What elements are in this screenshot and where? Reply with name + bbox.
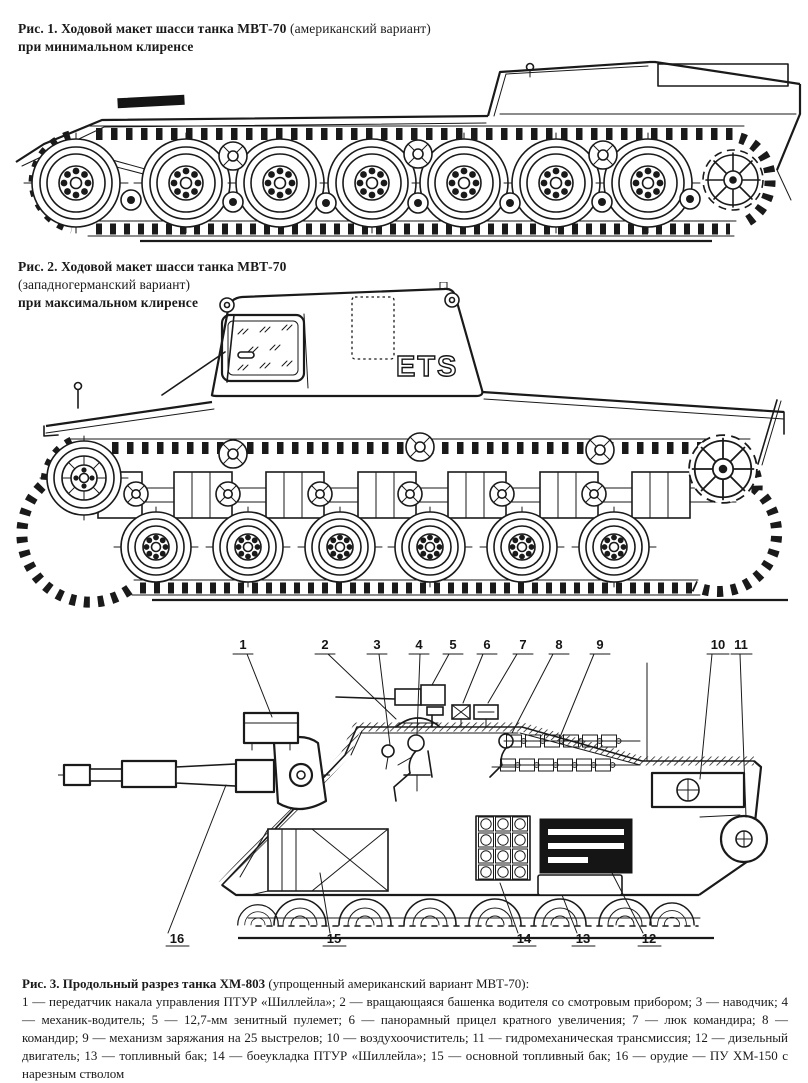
callout-number-8: 8 bbox=[555, 637, 562, 652]
fig1-drive-sprocket bbox=[702, 149, 764, 211]
fig2-wiper bbox=[226, 314, 235, 383]
fig1-front-bracket bbox=[117, 94, 185, 109]
fig3-track-and-wheels bbox=[237, 898, 701, 927]
figure3-caption-subtitle: (упрощенный американский вариант МВТ-70)… bbox=[268, 976, 530, 991]
fig2-rear-plate bbox=[757, 399, 778, 465]
callout-number-7: 7 bbox=[519, 637, 526, 652]
figure2-drawing: ETS bbox=[16, 282, 788, 608]
fig3-transmission bbox=[699, 814, 769, 864]
fig2-hull-marking-text: ETS bbox=[396, 351, 458, 383]
legend-item-10: 10 — воздухоочиститель bbox=[326, 1030, 472, 1045]
fig2-door-edge bbox=[303, 313, 309, 389]
fig3-crew-figures bbox=[381, 733, 517, 802]
callout-number-15: 15 bbox=[327, 931, 341, 946]
fig3-missile-stowage bbox=[475, 815, 531, 881]
fig2-cab: ETS bbox=[161, 282, 484, 398]
fig2-lifting-eye-right bbox=[444, 292, 460, 308]
callout-number-5: 5 bbox=[449, 637, 456, 652]
fig2-rivet-panel bbox=[351, 296, 395, 360]
fig2-window-glass-hatching bbox=[237, 324, 293, 371]
callout-number-11: 11 bbox=[734, 637, 748, 652]
fig2-cab-window bbox=[220, 313, 306, 383]
figure1-caption-line1: Рис. 1. Ходовой макет шасси танка МВТ-70… bbox=[18, 20, 488, 38]
legend-item-14: 14 — боеукладка ПТУР «Шиллейла» bbox=[212, 1048, 431, 1063]
fig3-bore-evacuator bbox=[120, 759, 178, 789]
figure2-caption-line1: Рис. 2. Ходовой макет шасси танка МВТ-70 bbox=[18, 259, 287, 274]
legend-item-1: 1 — передатчик накала управления ПТУР «Ш… bbox=[22, 994, 339, 1009]
fig3-panoramic-sight bbox=[451, 704, 471, 728]
fig3-callout-underlines bbox=[165, 653, 753, 947]
callout-number-13: 13 bbox=[576, 931, 590, 946]
fig3-rear-plate bbox=[698, 760, 763, 896]
fig3-autoloader-ammo-rack bbox=[499, 734, 641, 772]
fig2-lifting-eye-left bbox=[219, 297, 235, 313]
fig3-commander-hatch bbox=[473, 704, 499, 728]
fig2-drive-sprocket bbox=[688, 434, 758, 504]
fig2-cab-brace bbox=[161, 351, 226, 396]
figure2-caption: Рис. 2. Ходовой макет шасси танка МВТ-70… bbox=[18, 258, 358, 312]
fig2-antenna-base bbox=[439, 282, 448, 290]
legend-item-3: 3 — наводчик bbox=[696, 994, 782, 1009]
figure3-caption: Рис. 3. Продольный разрез танка ХМ-803 (… bbox=[22, 975, 788, 1083]
callout-number-10: 10 bbox=[711, 637, 725, 652]
fig3-missile-transmitter-box bbox=[242, 711, 300, 751]
figure3-caption-title: Рис. 3. Продольный разрез танка ХМ-803 bbox=[22, 976, 266, 991]
fig3-leader-lines bbox=[167, 653, 747, 934]
figure2-caption-line2: (западногерманский вариант) bbox=[18, 276, 191, 292]
fig3-air-cleaner bbox=[650, 771, 746, 809]
fig3-gun-barrel bbox=[58, 735, 332, 811]
legend-item-6: 6 — панорамный прицел кратного увеличени… bbox=[348, 1012, 632, 1027]
figure1-caption-line2: при минимальном клиренсе bbox=[18, 38, 194, 54]
figure1-caption-variant: (американский вариант) bbox=[289, 21, 431, 36]
fig2-deck bbox=[43, 381, 785, 466]
fig3-fuel-tank bbox=[537, 874, 623, 896]
fig3-diesel-engine bbox=[539, 818, 633, 874]
fig1-rear-superstructure bbox=[486, 60, 801, 117]
callout-number-1: 1 bbox=[239, 637, 246, 652]
legend-item-9: 9 — механизм заряжания на 25 выстрелов bbox=[82, 1030, 326, 1045]
fig2-suspension bbox=[95, 471, 737, 519]
fig3-gunner bbox=[381, 744, 395, 758]
legend-item-11: 11 — гидромеханическая трансмиссия bbox=[472, 1030, 695, 1045]
callout-number-6: 6 bbox=[483, 637, 490, 652]
fig2-door-handle bbox=[237, 351, 255, 359]
fig3-main-fuel-tank bbox=[239, 828, 389, 896]
fig3-driver bbox=[407, 734, 425, 752]
legend-item-7: 7 — люк командира bbox=[632, 1012, 762, 1027]
fig3-trunnion bbox=[288, 762, 314, 788]
callout-number-4: 4 bbox=[415, 637, 423, 652]
legend-item-15: 15 — основной топливный бак bbox=[431, 1048, 615, 1063]
figure1-caption: Рис. 1. Ходовой макет шасси танка МВТ-70… bbox=[18, 20, 488, 56]
callout-number-12: 12 bbox=[642, 931, 656, 946]
fig2-road-wheels bbox=[113, 506, 657, 588]
callout-number-16: 16 bbox=[170, 931, 184, 946]
callout-number-9: 9 bbox=[596, 637, 603, 652]
legend-item-2: 2 — вращающаяся башенка водителя со смот… bbox=[339, 994, 695, 1009]
callout-number-14: 14 bbox=[517, 931, 532, 946]
legend-item-13: 13 — топливный бак bbox=[84, 1048, 211, 1063]
scanned-book-page: { "colors": { "ink": "#1a1a1a", "paper":… bbox=[15, 20, 802, 1081]
figure2-caption-line3: при максимальном клиренсе bbox=[18, 294, 199, 310]
legend-item-5: 5 — 12,7-мм зенитный пулемет bbox=[152, 1012, 349, 1027]
callout-number-2: 2 bbox=[321, 637, 328, 652]
figure1-drawing bbox=[15, 60, 802, 243]
figure1-caption-bold: Рис. 1. Ходовой макет шасси танка МВТ-70 bbox=[18, 21, 287, 36]
callout-number-3: 3 bbox=[373, 637, 380, 652]
fig3-callout-numbers: 1 2 3 4 5 6 7 8 9 10 11 16 15 14 13 12 bbox=[170, 637, 748, 946]
figure3-drawing: 1 2 3 4 5 6 7 8 9 10 11 16 15 14 13 12 bbox=[58, 637, 769, 947]
